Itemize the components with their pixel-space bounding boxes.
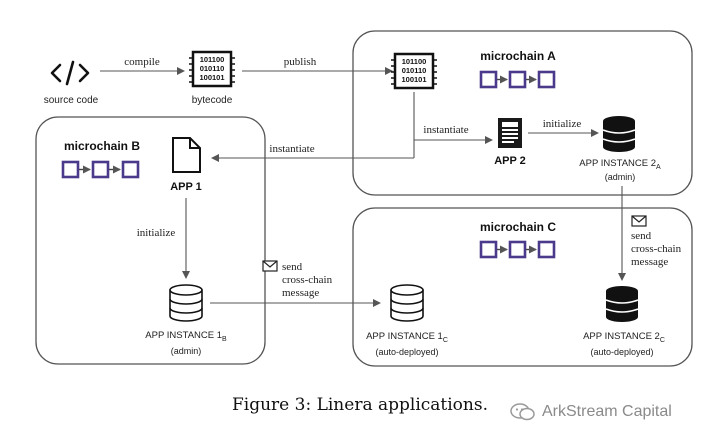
instance-1b-label: APP INSTANCE 1B (145, 330, 227, 343)
bytecode-icon-chain-a: 101100 010110 100101 (391, 52, 437, 90)
bytecode-a-bits-1: 101100 (402, 57, 427, 66)
bytecode-label: bytecode (192, 95, 233, 106)
bytecode-bits-2: 010110 (200, 64, 225, 73)
database-1b-icon (169, 284, 203, 322)
chain-c-blocks (479, 240, 556, 259)
compile-label: compile (124, 56, 160, 68)
wechat-icon (510, 403, 535, 421)
source-code-label: source code (44, 95, 99, 106)
send-left-line2: cross-chain (282, 274, 333, 286)
instance-1c-label: APP INSTANCE 1C (366, 331, 448, 344)
instance-2c-label: APP INSTANCE 2C (583, 331, 665, 344)
bytecode-icon: 101100 010110 100101 (189, 50, 235, 88)
figure-caption: Figure 3: Linera applications. (231, 395, 488, 415)
microchain-a-box (352, 30, 693, 196)
microchain-c-title: microchain C (480, 220, 556, 234)
instance-1c-role: (auto-deployed) (375, 347, 438, 357)
app1-label: APP 1 (170, 181, 202, 193)
bytecode-a-bits-2: 010110 (402, 66, 427, 75)
database-1c-icon (390, 284, 424, 322)
instantiate-a-label: instantiate (423, 124, 468, 136)
envelope-icon-left (262, 260, 278, 272)
microchain-b-title: microchain B (64, 139, 140, 153)
send-right-line1: send (631, 230, 652, 242)
watermark: ArkStream Capital (510, 399, 715, 425)
publish-label: publish (284, 56, 317, 68)
instance-2a-role: (admin) (605, 172, 636, 182)
microchain-a-title: microchain A (480, 49, 556, 63)
database-2a-icon (602, 116, 636, 152)
app2-document-icon (498, 118, 522, 148)
microchain-b-box (35, 116, 266, 365)
send-left-line3: message (282, 287, 319, 299)
app1-file-icon (172, 137, 201, 173)
instance-2c-role: (auto-deployed) (590, 347, 653, 357)
bytecode-a-bits-3: 100101 (401, 75, 426, 84)
instance-2a-label: APP INSTANCE 2A (579, 158, 661, 171)
initialize-a-label: initialize (543, 118, 582, 130)
envelope-icon-right (631, 215, 647, 227)
watermark-text: ArkStream Capital (542, 403, 672, 420)
database-2c-icon (605, 286, 639, 322)
send-left-line1: send (282, 261, 303, 273)
instance-1b-role: (admin) (171, 346, 202, 356)
code-icon (50, 60, 90, 86)
chain-a-blocks (479, 70, 556, 89)
chain-b-blocks (61, 160, 140, 179)
bytecode-bits-1: 101100 (200, 55, 225, 64)
initialize-b-label: initialize (137, 227, 176, 239)
send-right-line2: cross-chain (631, 243, 682, 255)
microchain-c-box (352, 207, 693, 367)
bytecode-bits-3: 100101 (199, 73, 224, 82)
app2-label: APP 2 (494, 155, 526, 167)
send-right-line3: message (631, 256, 668, 268)
instantiate-b-label: instantiate (269, 143, 314, 155)
